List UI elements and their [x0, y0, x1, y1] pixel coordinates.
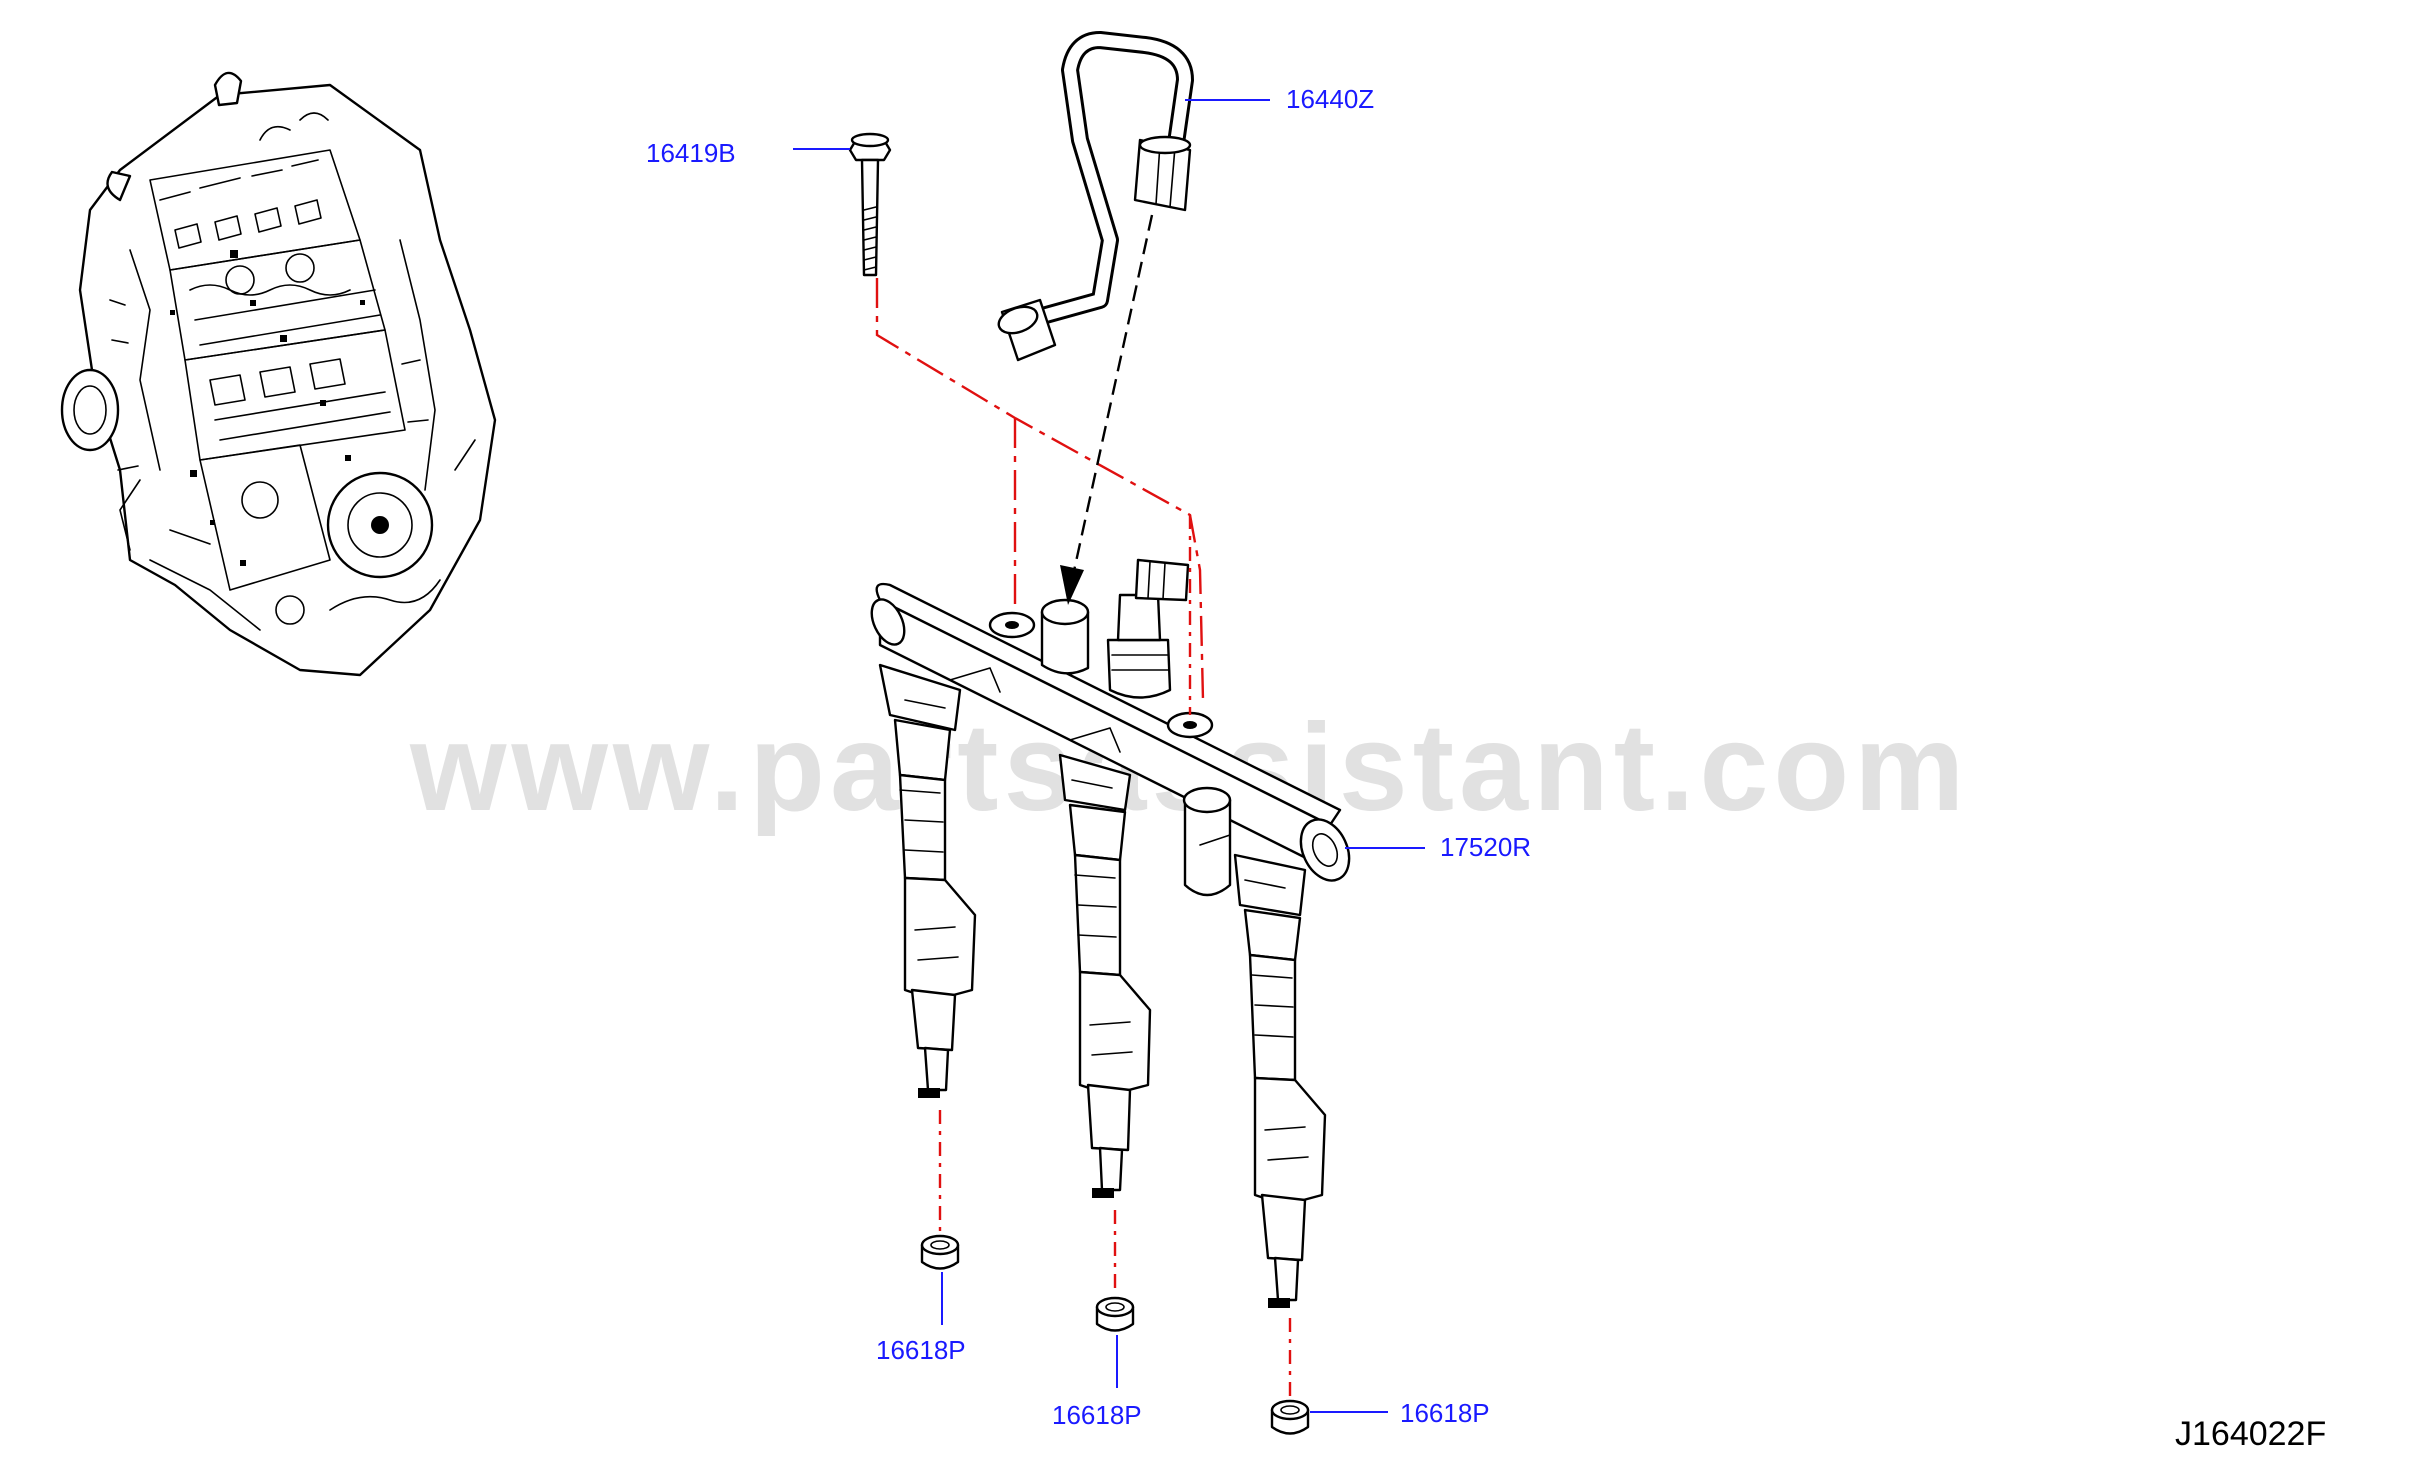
assembly-centerlines [875, 214, 1292, 1398]
fuel-rail-part [870, 558, 1351, 897]
fuel-tube-part [997, 31, 1194, 362]
fuel-rail-part-number: 17520R [1440, 832, 1531, 862]
seal-2-part-number: 16618P [1052, 1400, 1142, 1430]
engine-overview-illustration [60, 71, 497, 677]
diagram-code: J164022F [2175, 1415, 2326, 1453]
seal-2-part [1095, 1296, 1135, 1332]
bolt-part [848, 132, 892, 277]
injector-3 [1233, 853, 1327, 1308]
seal-1-part-number: 16618P [876, 1335, 966, 1365]
seal-1-part [920, 1234, 960, 1270]
seal-3-part-number: 16618P [1400, 1398, 1490, 1428]
fuel-tube-part-number: 16440Z [1286, 84, 1374, 114]
seal-3-part [1270, 1399, 1310, 1435]
bolt-part-number: 16419B [646, 138, 736, 168]
injector-2 [1058, 753, 1152, 1198]
injector-1 [878, 663, 977, 1098]
